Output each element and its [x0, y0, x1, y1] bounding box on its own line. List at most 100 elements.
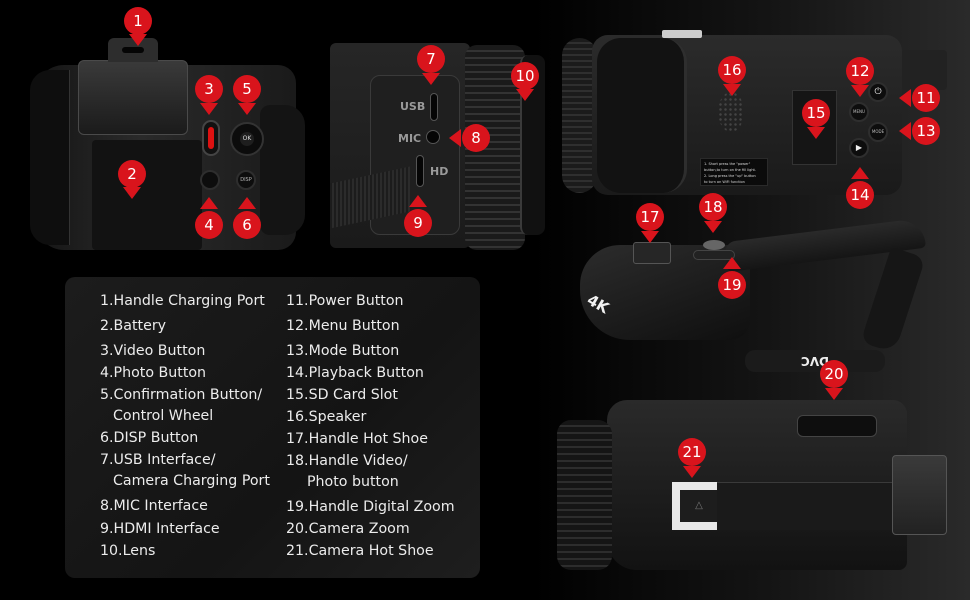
legend-item-7: 7.USB Interface/Camera Charging Port: [100, 452, 270, 489]
legend-item-14: 14.Playback Button: [286, 365, 424, 381]
callout-18-arrow: [704, 221, 722, 233]
callout-20: 20: [820, 360, 848, 388]
sticker-line-3: 2. Long press the "up" button: [704, 174, 756, 178]
callout-9: 9: [404, 209, 432, 237]
callout-18: 18: [699, 193, 727, 221]
callout-3-arrow: [200, 103, 218, 115]
callout-6-arrow: [238, 197, 256, 209]
callout-13: 13: [912, 117, 940, 145]
sticker-line-1: 1. Short press the "power": [704, 162, 751, 166]
callout-15-arrow: [807, 127, 825, 139]
callout-14-arrow: [851, 167, 869, 179]
side-ports-panel: USB MIC HD: [330, 35, 550, 250]
legend-item-3: 3.Video Button: [100, 343, 206, 359]
handle-record-button[interactable]: [703, 240, 725, 250]
callout-4: 4: [195, 211, 223, 239]
callout-20-arrow: [825, 388, 843, 400]
legend-item-18: 18.Handle Video/Photo button: [286, 453, 408, 490]
parts-legend: 1.Handle Charging Port 2.Battery 3.Video…: [65, 277, 480, 578]
lcd-hinge-flap: [597, 38, 687, 193]
callout-21-arrow: [683, 466, 701, 478]
hot-shoe-top: [662, 30, 702, 38]
callout-11-arrow: [899, 89, 911, 107]
callout-6: 6: [233, 211, 261, 239]
callout-1: 1: [124, 7, 152, 35]
callout-4-arrow: [200, 197, 218, 209]
zoom-lever[interactable]: [797, 415, 877, 437]
callout-19-arrow: [723, 257, 741, 269]
legend-item-20: 20.Camera Zoom: [286, 521, 410, 537]
callout-12-arrow: [851, 85, 869, 97]
viewfinder-hood: [78, 60, 188, 135]
usb-port-slot: [122, 47, 144, 53]
legend-item-16: 16.Speaker: [286, 409, 367, 425]
menu-button[interactable]: MENU: [849, 102, 869, 122]
callout-9-arrow: [409, 195, 427, 207]
lens-hood-side: [30, 70, 70, 245]
callout-2: 2: [118, 160, 146, 188]
callout-15: 15: [802, 99, 830, 127]
handle-zoom-lever[interactable]: [693, 250, 735, 260]
ok-button[interactable]: OK: [240, 132, 254, 146]
handle-panel: 4K DVC: [575, 210, 945, 380]
legend-item-4: 4.Photo Button: [100, 365, 207, 381]
photo-button[interactable]: [200, 170, 220, 190]
speaker-grille: [718, 92, 744, 132]
power-button[interactable]: ⏻: [868, 82, 888, 102]
callout-10: 10: [511, 62, 539, 90]
callout-7-arrow: [422, 73, 440, 85]
sticker-line-2: button,to turn on the fill light.: [704, 168, 757, 172]
viewfinder-box: [892, 455, 947, 535]
sticker-line-4: to turn on WiFi function: [704, 180, 745, 184]
usb-label: USB: [400, 100, 426, 113]
instruction-sticker: 1. Short press the "power" button,to tur…: [700, 158, 768, 186]
callout-5: 5: [233, 75, 261, 103]
callout-3: 3: [195, 75, 223, 103]
battery-compartment: [92, 140, 202, 250]
legend-item-19: 19.Handle Digital Zoom: [286, 499, 455, 515]
callout-17: 17: [636, 203, 664, 231]
control-wheel[interactable]: OK: [230, 122, 264, 156]
legend-item-6: 6.DISP Button: [100, 430, 199, 446]
mode-button[interactable]: MODE: [868, 122, 888, 142]
rear-view-panel: OK DISP: [30, 20, 310, 255]
video-record-button[interactable]: [202, 120, 220, 156]
legend-item-2: 2.Battery: [100, 318, 167, 334]
legend-item-9: 9.HDMI Interface: [100, 521, 220, 537]
legend-item-12: 12.Menu Button: [286, 318, 400, 334]
legend-item-5: 5.Confirmation Button/Control Wheel: [100, 387, 263, 424]
callout-16: 16: [718, 56, 746, 84]
legend-column-left: 1.Handle Charging Port 2.Battery 3.Video…: [100, 291, 270, 562]
callout-10-arrow: [516, 89, 534, 101]
legend-item-8: 8.MIC Interface: [100, 498, 208, 514]
usb-port: [430, 93, 438, 121]
legend-column-right: 11.Power Button 12.Menu Button 13.Mode B…: [286, 291, 455, 562]
lcd-view-panel: 1. Short press the "power" button,to tur…: [552, 30, 952, 200]
callout-14: 14: [846, 181, 874, 209]
grip: [260, 105, 305, 235]
lens-edge: [562, 38, 597, 193]
callout-1-arrow: [129, 34, 147, 46]
front-lens-top: [557, 420, 612, 570]
hd-label: HD: [430, 165, 449, 178]
hdmi-port: [416, 155, 424, 187]
legend-item-11: 11.Power Button: [286, 293, 404, 309]
legend-item-17: 17.Handle Hot Shoe: [286, 431, 428, 447]
top-view-panel: △: [552, 360, 952, 575]
callout-8-arrow: [449, 129, 461, 147]
callout-13-arrow: [899, 122, 911, 140]
callout-12: 12: [846, 57, 874, 85]
disp-button[interactable]: DISP: [236, 170, 256, 190]
mic-jack: [426, 130, 440, 144]
handle-hot-shoe: [633, 242, 671, 264]
playback-button[interactable]: ▶: [849, 138, 869, 158]
legend-item-15: 15.SD Card Slot: [286, 387, 398, 403]
callout-17-arrow: [641, 231, 659, 243]
mic-label: MIC: [398, 132, 422, 145]
legend-item-1: 1.Handle Charging Port: [100, 293, 265, 309]
viewfinder-end: [902, 50, 947, 90]
callout-2-arrow: [123, 187, 141, 199]
top-rail: [717, 482, 917, 530]
callout-21: 21: [678, 438, 706, 466]
callout-8: 8: [462, 124, 490, 152]
